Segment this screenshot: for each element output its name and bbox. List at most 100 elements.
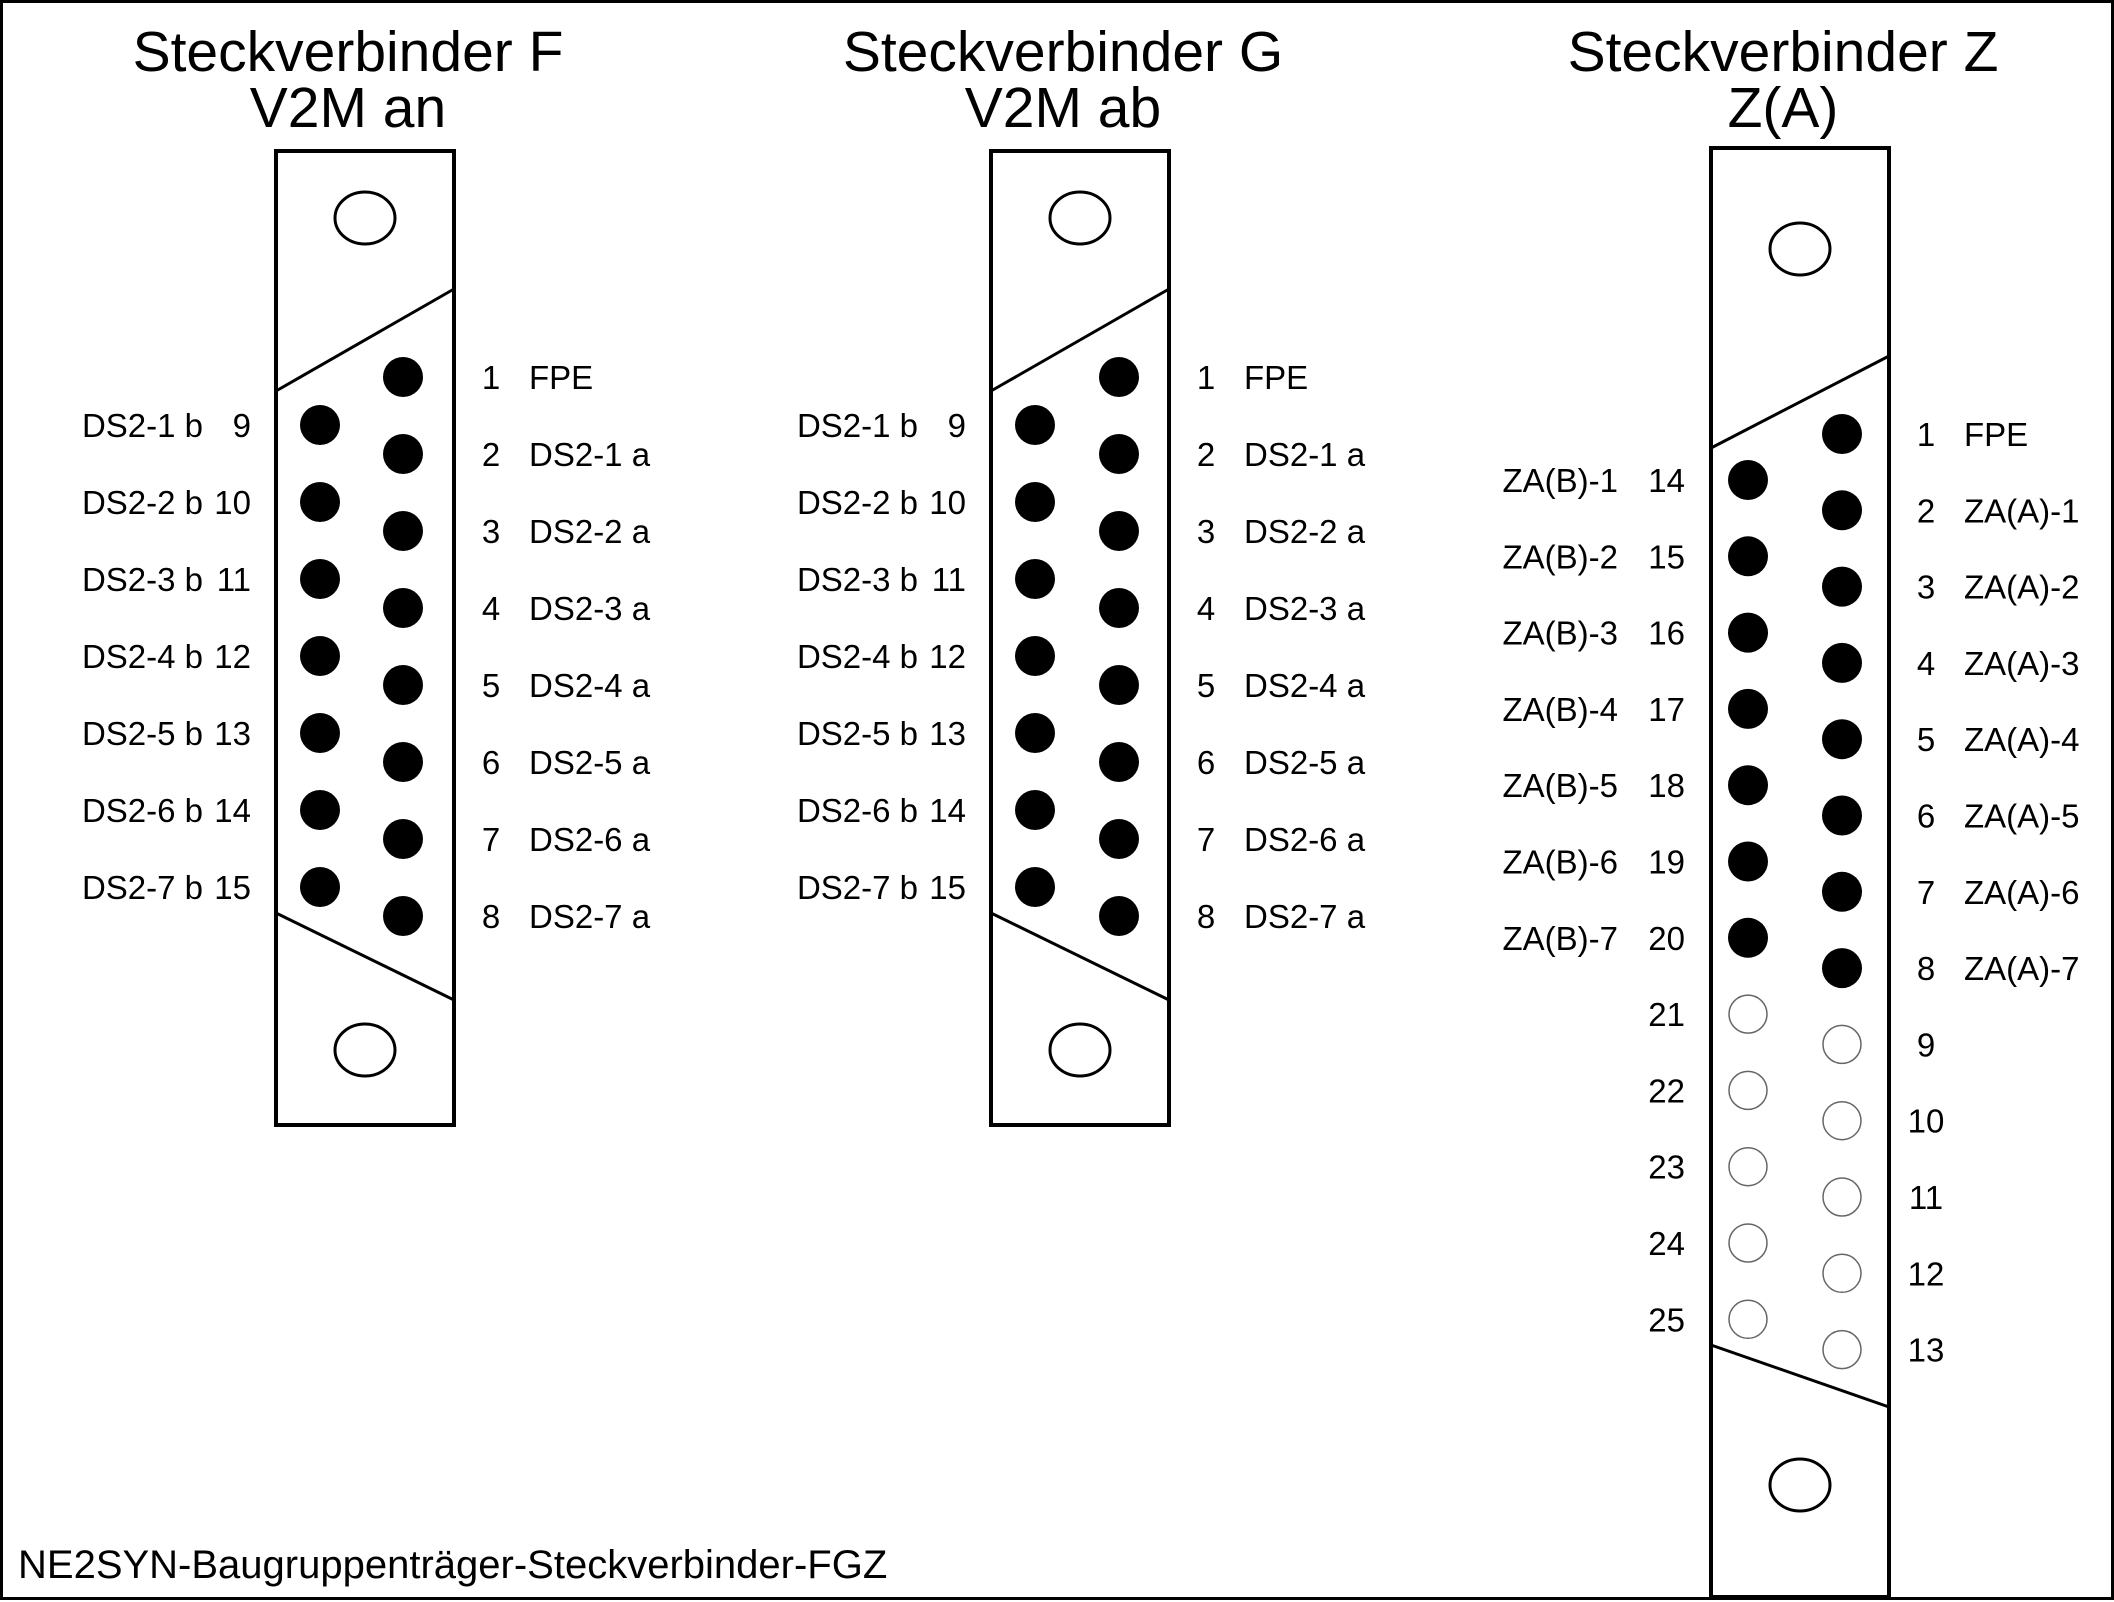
pin-signal-label: DS2-1 b (797, 407, 918, 444)
pin-signal-label: ZA(B)-4 (1503, 691, 1619, 728)
mounting-hole-top (1768, 221, 1832, 277)
pin-number: 12 (929, 638, 966, 675)
pin-signal-label: ZA(A)-7 (1964, 950, 2080, 987)
pin-signal-label: ZA(B)-5 (1503, 767, 1619, 804)
pin-number: 6 (1917, 798, 1935, 835)
pin-21 (1728, 994, 1768, 1034)
pin-signal-label: FPE (529, 359, 593, 396)
pin-6 (1099, 742, 1139, 782)
pin-number: 9 (233, 407, 251, 444)
connector-title: Steckverbinder Z (1568, 20, 1999, 84)
pin-8 (1822, 948, 1862, 989)
pin-signal-label: DS2-6 a (1244, 821, 1366, 858)
pin-number: 14 (1648, 462, 1685, 499)
connector-title: Steckverbinder G (843, 20, 1283, 84)
mounting-hole-top (1048, 190, 1112, 246)
pin-number: 11 (932, 561, 966, 598)
pin-number: 4 (1197, 590, 1215, 627)
pin-number: 15 (1648, 538, 1685, 575)
pin-15 (300, 867, 340, 907)
pin-number: 18 (1648, 767, 1685, 804)
pin-5 (1822, 719, 1862, 760)
pin-13 (1015, 713, 1055, 753)
pin-13 (1822, 1329, 1862, 1370)
pin-number: 1 (482, 359, 500, 396)
mounting-hole-top (333, 190, 397, 246)
pin-number: 25 (1648, 1301, 1685, 1338)
pin-signal-label: ZA(B)-6 (1503, 844, 1619, 881)
pin-25 (1728, 1299, 1768, 1340)
pin-number: 6 (482, 744, 500, 781)
pin-number: 8 (1917, 950, 1935, 987)
pin-9 (1822, 1024, 1862, 1065)
pin-13 (300, 713, 340, 753)
pin-3 (383, 511, 423, 551)
pin-number: 19 (1648, 844, 1685, 881)
pin-signal-label: ZA(B)-3 (1503, 615, 1619, 652)
pin-number: 4 (1917, 645, 1935, 682)
pin-signal-label: DS2-3 b (797, 561, 918, 598)
pin-number: 12 (214, 638, 251, 675)
pin-number: 10 (1908, 1103, 1945, 1140)
pin-23 (1728, 1146, 1768, 1187)
pin-14 (300, 790, 340, 830)
pin-7 (383, 819, 423, 859)
pin-8 (383, 896, 423, 936)
pin-number: 20 (1648, 920, 1685, 957)
shell-top-edge (275, 287, 455, 393)
pin-7 (1822, 871, 1862, 912)
pin-signal-label: ZA(A)-4 (1964, 721, 2080, 758)
mounting-hole-bottom (333, 1022, 397, 1078)
pin-number: 5 (1197, 667, 1215, 704)
pin-signal-label: DS2-3 b (82, 561, 203, 598)
pin-number: 5 (1917, 721, 1935, 758)
pin-1 (1099, 357, 1139, 397)
pin-number: 3 (482, 513, 500, 550)
pin-22 (1728, 1070, 1768, 1111)
pin-4 (383, 588, 423, 628)
pin-number: 16 (1648, 615, 1685, 652)
connector-subtitle: V2M ab (965, 76, 1161, 140)
pin-10 (300, 482, 340, 522)
pin-number: 12 (1908, 1255, 1945, 1292)
pin-number: 5 (482, 667, 500, 704)
pin-6 (1822, 795, 1862, 836)
connector-subtitle: V2M an (250, 76, 446, 140)
pin-number: 13 (1908, 1332, 1945, 1369)
pin-signal-label: DS2-5 a (1244, 744, 1366, 781)
pin-4 (1822, 642, 1862, 683)
pin-signal-label: DS2-4 b (797, 638, 918, 675)
pin-3 (1822, 566, 1862, 607)
pin-signal-label: ZA(A)-1 (1964, 492, 2080, 529)
pin-number: 7 (482, 821, 500, 858)
pin-number: 7 (1917, 874, 1935, 911)
pin-11 (1822, 1177, 1862, 1217)
mounting-hole-bottom (1768, 1457, 1832, 1513)
pin-number: 10 (929, 484, 966, 521)
pin-signal-label: DS2-4 b (82, 638, 203, 675)
pin-5 (1099, 665, 1139, 705)
pin-14 (1728, 460, 1768, 500)
footer-caption: NE2SYN-Baugruppenträger-Steckverbinder-F… (18, 1543, 887, 1587)
pin-signal-label: ZA(A)-6 (1964, 874, 2080, 911)
pin-number: 8 (1197, 898, 1215, 935)
pin-number: 3 (1917, 569, 1935, 606)
pin-signal-label: ZA(B)-1 (1503, 462, 1619, 499)
pin-number: 7 (1197, 821, 1215, 858)
pin-19 (1728, 841, 1768, 882)
pin-7 (1099, 819, 1139, 859)
pin-number: 11 (1909, 1179, 1943, 1216)
pin-1 (1822, 414, 1862, 454)
pin-15 (1728, 536, 1768, 577)
pin-signal-label: ZA(A)-3 (1964, 645, 2080, 682)
pin-2 (383, 434, 423, 474)
pin-number: 9 (1917, 1026, 1935, 1063)
pin-12 (300, 636, 340, 676)
pin-signal-label: DS2-2 a (1244, 513, 1366, 550)
pin-9 (1015, 405, 1055, 445)
pin-number: 22 (1648, 1072, 1685, 1109)
pin-6 (383, 742, 423, 782)
